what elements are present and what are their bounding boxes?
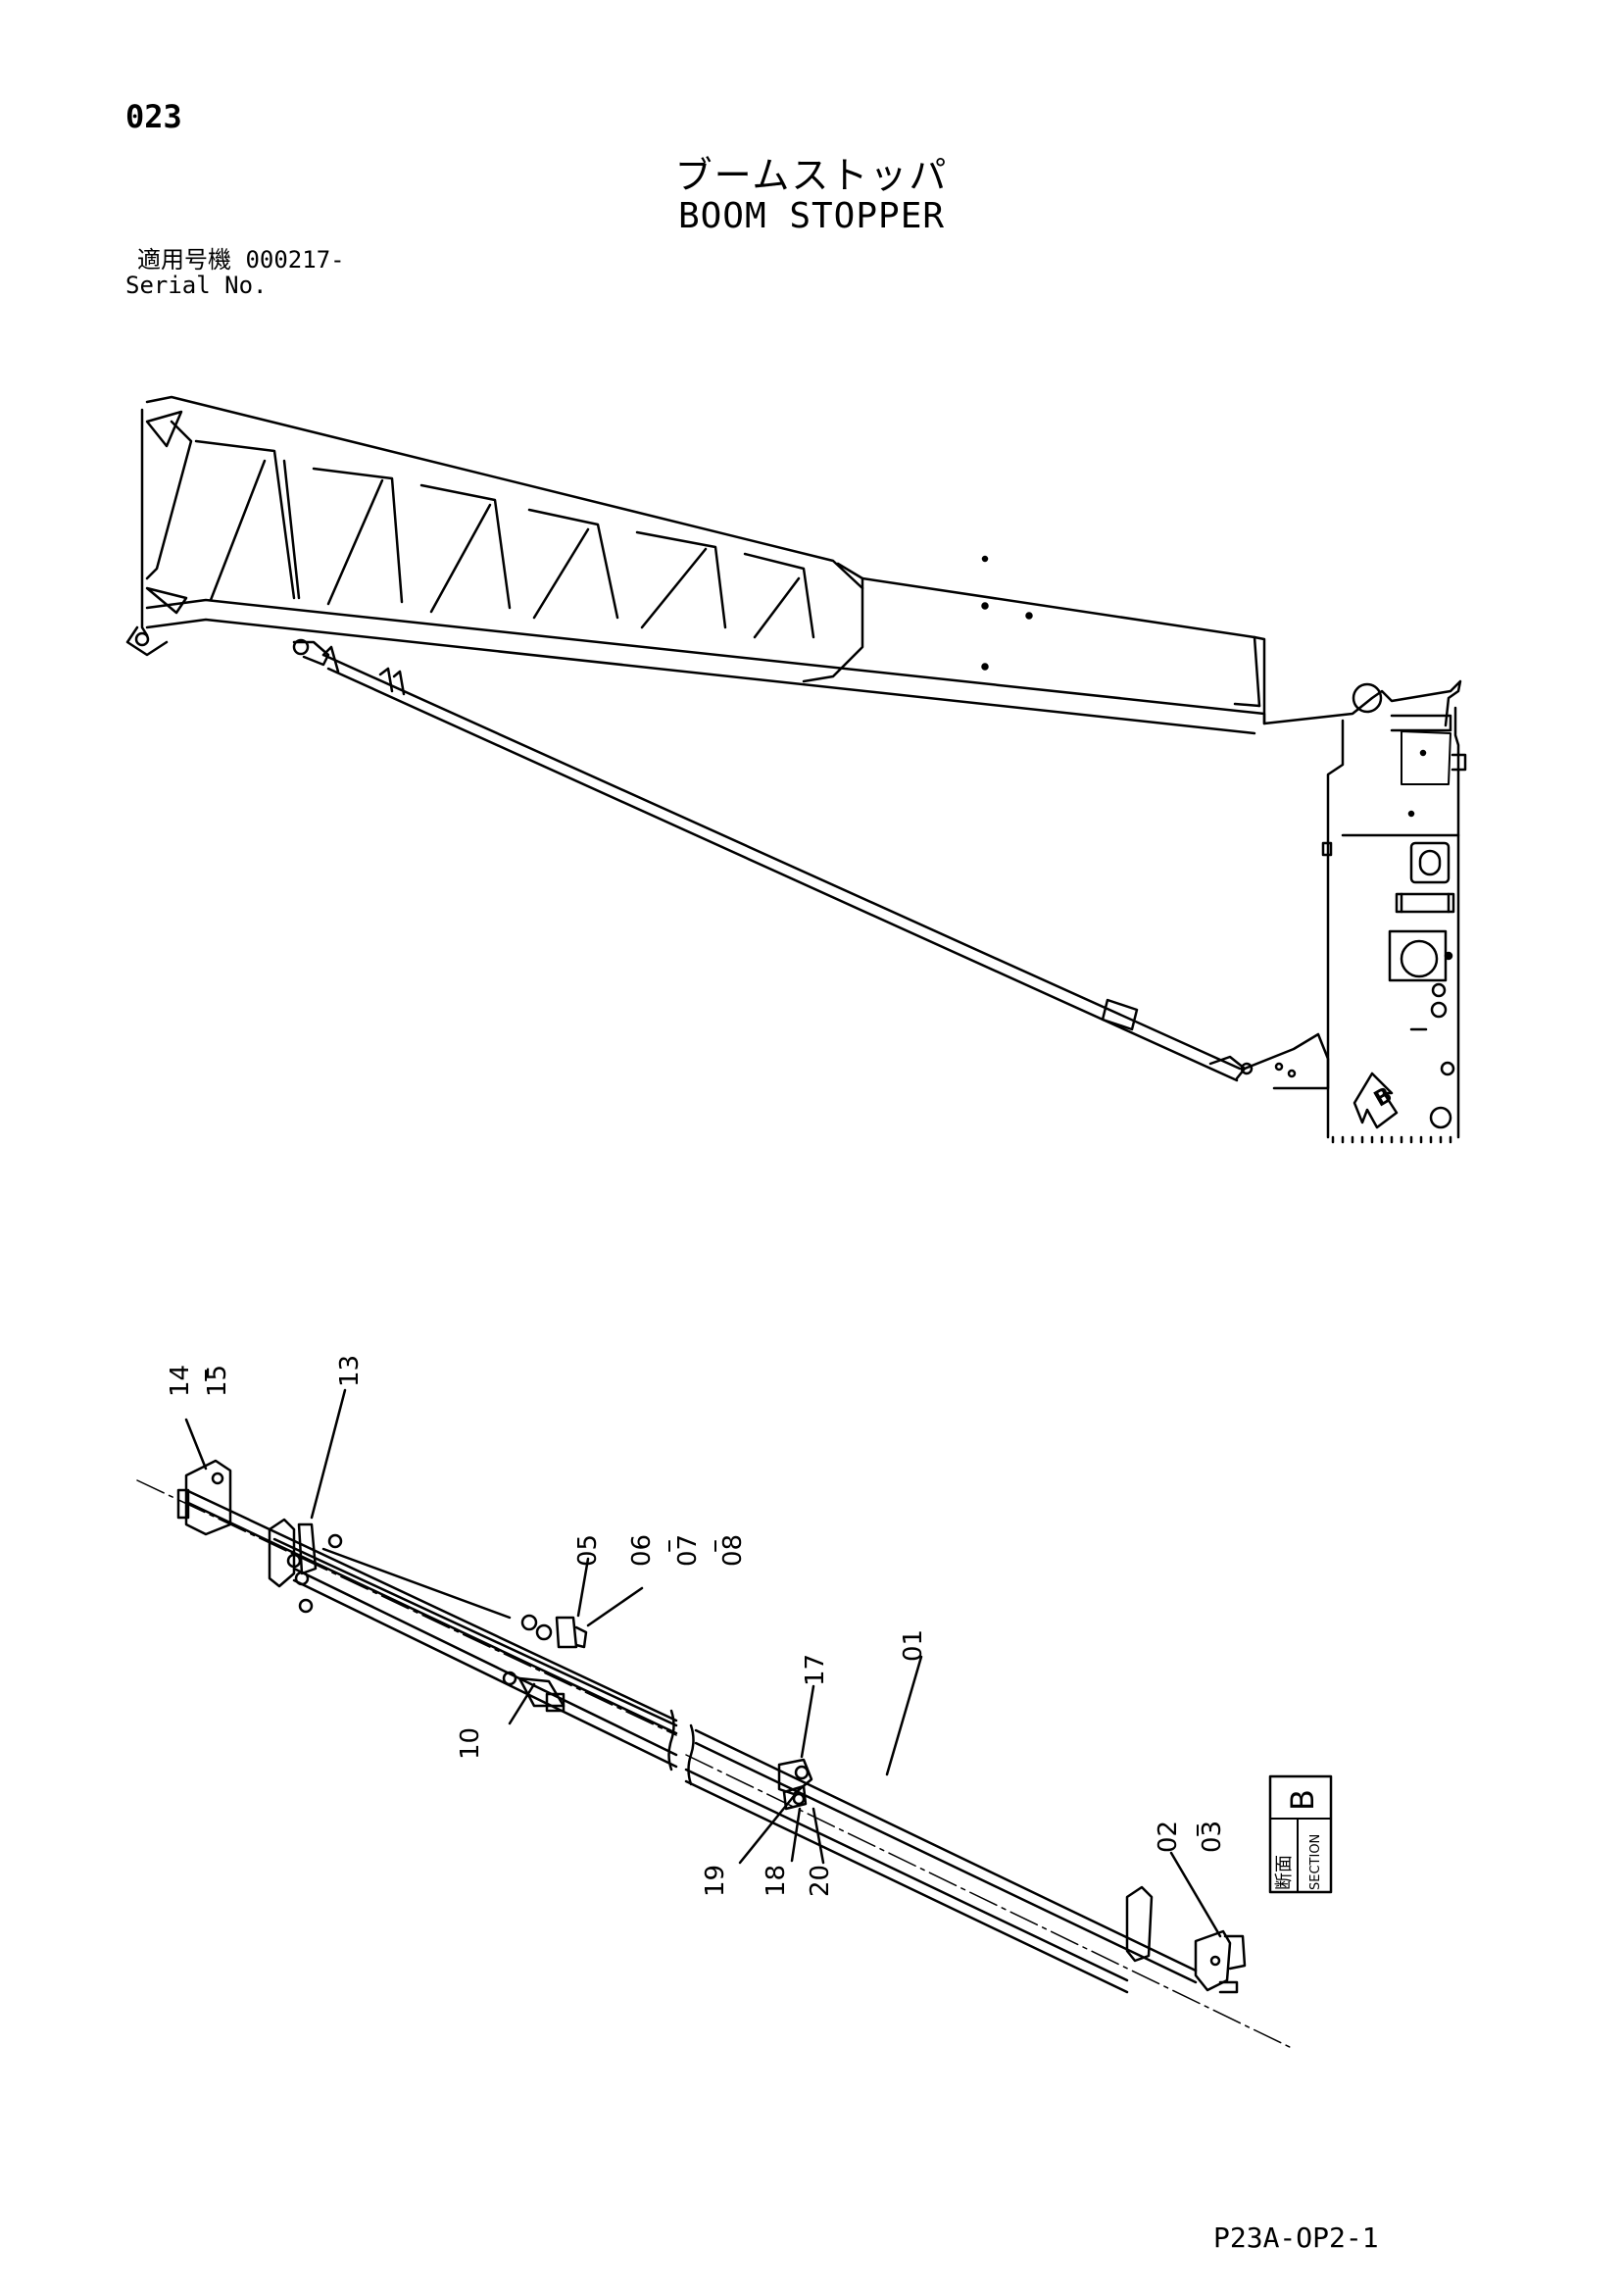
callout-18: 18 xyxy=(762,1865,791,1897)
title-japanese: ブームストッパ xyxy=(674,154,949,197)
stopper-rod xyxy=(292,638,1254,1082)
callout-20: 20 xyxy=(806,1865,835,1897)
callout-06: 06 xyxy=(627,1534,657,1567)
callout-01: 01 xyxy=(899,1629,928,1662)
section-b-detail xyxy=(136,1388,1295,2050)
section-label-jp: 断面 xyxy=(1274,1855,1295,1890)
callout-02: 02 xyxy=(1154,1821,1183,1853)
section-b-label: B 断面 SECTION xyxy=(1268,1774,1333,1894)
callout-17: 17 xyxy=(801,1654,830,1686)
callout-13: 13 xyxy=(335,1355,365,1387)
callout-dashes xyxy=(205,1370,1199,1836)
serial-label-en: Serial No. xyxy=(125,272,268,299)
callout-03: 03 xyxy=(1198,1821,1227,1853)
document-code: P23A-OP2-1 xyxy=(1213,2221,1379,2254)
serial-row: 適用号機 000217- xyxy=(125,247,345,273)
serial-label-jp: 適用号機 xyxy=(137,246,231,274)
callout-05: 05 xyxy=(573,1534,603,1567)
callout-10: 10 xyxy=(456,1727,485,1760)
callout-07: 07 xyxy=(673,1534,703,1567)
lattice-boom xyxy=(125,395,1462,735)
title-english: BOOM STOPPER xyxy=(677,196,946,236)
callout-labels: 14 15 13 05 06 07 08 10 17 01 19 18 20 0… xyxy=(166,1355,1227,1897)
section-letter: B xyxy=(1284,1789,1321,1811)
page-number: 023 xyxy=(125,98,182,135)
serial-block: 適用号機 000217- Serial No. xyxy=(125,247,345,298)
section-label-en: SECTION xyxy=(1308,1834,1323,1890)
boom-assembly-view: B xyxy=(125,395,1467,1144)
upper-structure: B xyxy=(1243,706,1467,1144)
callout-08: 08 xyxy=(718,1534,748,1567)
callout-15: 15 xyxy=(203,1365,232,1397)
callout-14: 14 xyxy=(166,1365,195,1397)
serial-value: 000217- xyxy=(245,246,345,274)
callout-19: 19 xyxy=(701,1865,730,1897)
